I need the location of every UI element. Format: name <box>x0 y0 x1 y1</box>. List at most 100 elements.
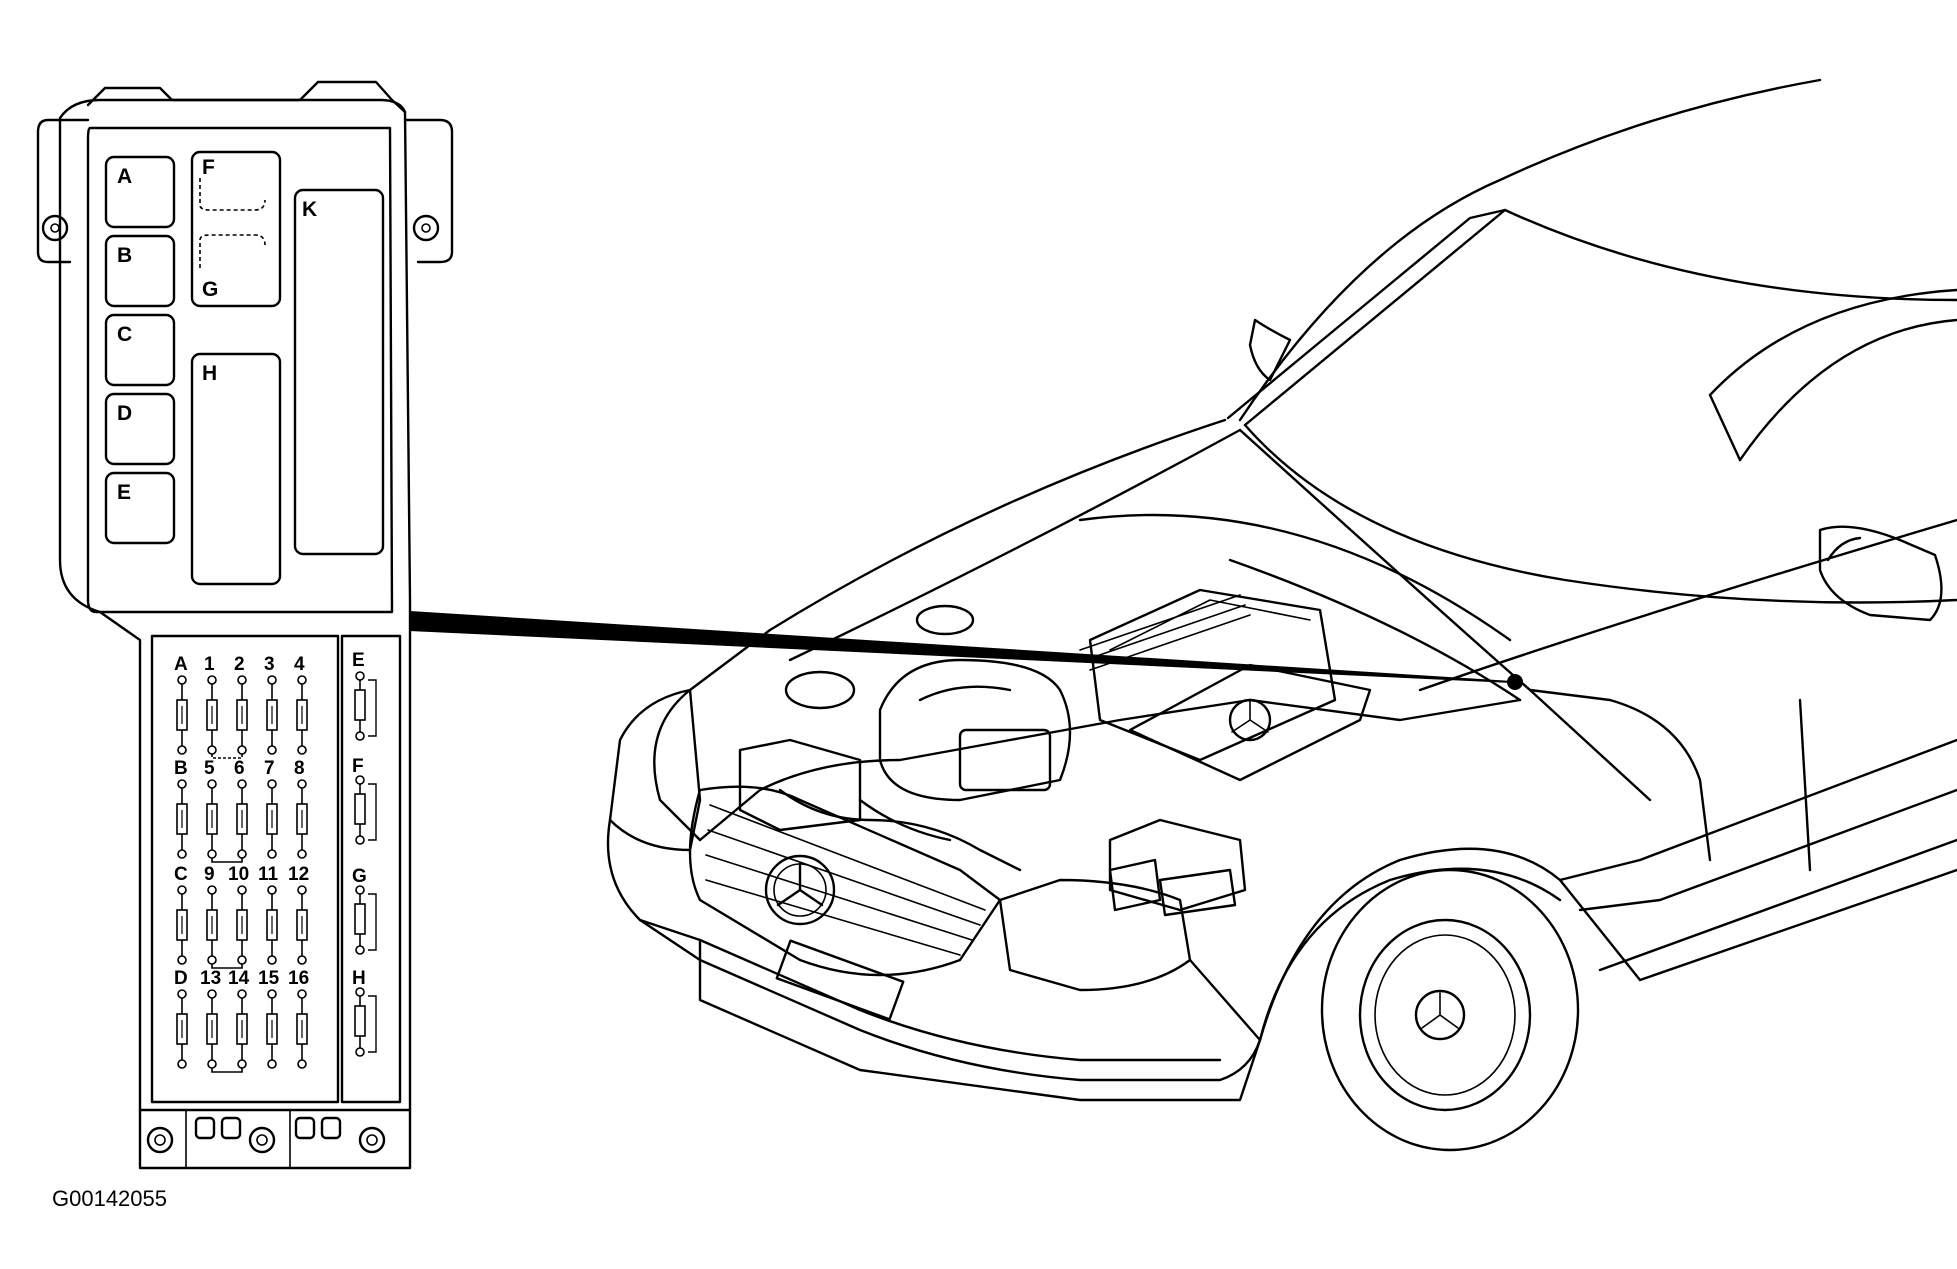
fuse-terminal <box>297 675 307 685</box>
fuse-terminal <box>177 885 187 895</box>
fuse-terminal <box>355 987 365 997</box>
fuse-terminal <box>177 779 187 789</box>
svg-text:F: F <box>352 756 364 777</box>
svg-text:10: 10 <box>228 864 249 885</box>
svg-text:C: C <box>174 864 188 885</box>
relay-d <box>104 392 176 466</box>
svg-text:8: 8 <box>294 758 305 779</box>
svg-text:16: 16 <box>288 968 309 989</box>
fuse-element <box>354 1005 366 1037</box>
relay-label: K <box>302 198 317 221</box>
fuse-terminal <box>297 779 307 789</box>
svg-text:3: 3 <box>264 654 275 675</box>
fuse-terminal <box>355 835 365 845</box>
svg-text:5: 5 <box>204 758 215 779</box>
relay-label: G <box>202 278 218 301</box>
fuse-terminal <box>355 671 365 681</box>
side-fuse-panel <box>340 634 402 1104</box>
relay-label: H <box>202 362 217 385</box>
fuse-terminal <box>355 1047 365 1057</box>
fuse-terminal <box>355 945 365 955</box>
fuse-panel <box>150 634 340 1104</box>
svg-text:1: 1 <box>204 654 215 675</box>
fuse-terminal <box>237 675 247 685</box>
relay-h <box>190 352 282 586</box>
svg-text:12: 12 <box>288 864 309 885</box>
relay-label: D <box>117 402 132 425</box>
fuse-terminal <box>177 745 187 755</box>
fuse-terminal <box>267 779 277 789</box>
fuse-terminal <box>355 885 365 895</box>
svg-text:B: B <box>174 758 188 779</box>
svg-text:14: 14 <box>228 968 250 989</box>
leader-line <box>409 610 1513 683</box>
fuse-terminal <box>207 849 217 859</box>
svg-text:4: 4 <box>294 654 305 675</box>
svg-text:13: 13 <box>200 968 221 989</box>
svg-text:H: H <box>352 968 366 989</box>
figure-code: G00142055 <box>52 1186 167 1211</box>
fuse-element <box>354 689 366 721</box>
relay-label: E <box>117 481 131 504</box>
fuse-symbols <box>176 671 377 1073</box>
fuse-terminal <box>207 779 217 789</box>
svg-text:11: 11 <box>258 864 279 885</box>
svg-text:A: A <box>174 654 188 675</box>
fuse-terminal <box>267 885 277 895</box>
fuse-terminal <box>237 1059 247 1069</box>
fuse-terminal <box>177 1059 187 1069</box>
relay-c <box>104 313 176 387</box>
svg-text:2: 2 <box>234 654 245 675</box>
svg-text:E: E <box>352 650 365 671</box>
fuse-terminal <box>207 675 217 685</box>
svg-text:D: D <box>174 968 188 989</box>
fuse-terminal <box>177 955 187 965</box>
fuse-terminal <box>355 775 365 785</box>
wheel <box>1320 868 1580 1152</box>
fuse-terminal <box>267 745 277 755</box>
relay-label: F <box>202 156 215 179</box>
fuse-terminal <box>267 675 277 685</box>
car-illustration <box>606 78 1957 1152</box>
relay-label: B <box>117 244 132 267</box>
fuse-terminal <box>297 1059 307 1069</box>
fuse-terminal <box>267 955 277 965</box>
fuse-terminal <box>177 675 187 685</box>
fuse-terminal <box>207 745 217 755</box>
relay-a <box>104 155 176 229</box>
fuse-terminal <box>297 849 307 859</box>
relay-label: C <box>117 323 132 346</box>
fuse-terminal <box>267 1059 277 1069</box>
fuse-terminal <box>237 955 247 965</box>
svg-text:7: 7 <box>264 758 275 779</box>
fuse-terminal <box>237 849 247 859</box>
relay-k <box>293 188 385 556</box>
fuse-terminal <box>237 745 247 755</box>
fuse-terminal <box>297 955 307 965</box>
fuse-element <box>354 793 366 825</box>
relay-b <box>104 234 176 308</box>
fuse-terminal <box>207 989 217 999</box>
fuse-terminal <box>267 989 277 999</box>
fuse-terminal <box>355 731 365 741</box>
fuse-terminal <box>297 989 307 999</box>
bottom-connector <box>146 1109 386 1169</box>
fuse-terminal <box>177 849 187 859</box>
fuse-terminal <box>297 885 307 895</box>
fuse-terminal <box>237 989 247 999</box>
svg-text:9: 9 <box>204 864 215 885</box>
fuse-box: A B C D E F G H K A 1 2 3 4 B 5 6 7 8 C … <box>36 80 454 1170</box>
relay-f-g <box>190 150 282 308</box>
fuse-terminal <box>237 885 247 895</box>
fuse-terminal <box>297 745 307 755</box>
fuse-labels: A 1 2 3 4 B 5 6 7 8 C 9 10 11 12 D 13 14… <box>174 650 367 989</box>
fuse-terminal <box>207 885 217 895</box>
fuse-terminal <box>207 1059 217 1069</box>
fuse-terminal <box>207 955 217 965</box>
fuse-terminal <box>177 989 187 999</box>
svg-text:6: 6 <box>234 758 245 779</box>
fuse-terminal <box>237 779 247 789</box>
location-dot <box>1507 674 1523 690</box>
svg-text:15: 15 <box>258 968 280 989</box>
